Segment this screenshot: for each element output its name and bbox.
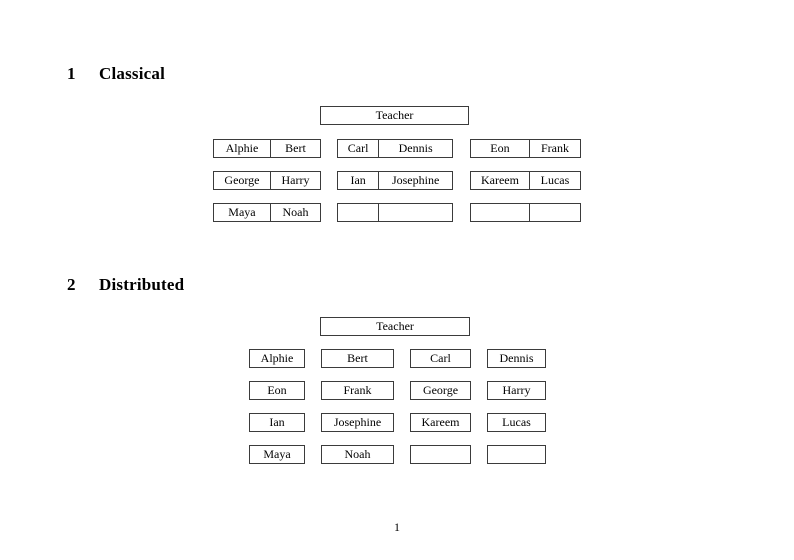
student-box [487,445,546,464]
pair-group-row: Maya Noah [213,203,321,222]
pair-group-row [470,203,581,222]
student-cell: Ian [350,173,366,187]
student-cell: Frank [528,140,580,157]
teacher-box-distributed: Teacher [320,317,470,336]
student-box: Carl [410,349,471,368]
student-cell: Maya [228,205,256,219]
section-heading-distributed: 2 Distributed [67,275,184,295]
student-cell [528,204,580,221]
pair-group-row: Alphie Bert [213,139,321,158]
student-cell: George [224,173,260,187]
section-number: 2 [67,275,76,294]
student-box: Noah [321,445,394,464]
student-cell: Kareem [480,173,519,187]
page-number: 1 [394,520,400,534]
student-box: Eon [249,381,305,400]
student-cell: Josephine [378,172,452,189]
pair-group-row: Ian Josephine [337,171,453,190]
pair-group-row [337,203,453,222]
student-cell: Bert [269,140,320,157]
student-box: Kareem [410,413,471,432]
student-box: Bert [321,349,394,368]
student-box: Alphie [249,349,305,368]
section-title: Classical [99,64,166,83]
student-cell: Alphie [225,141,259,155]
student-cell: Lucas [528,172,580,189]
pair-group-row: George Harry [213,171,321,190]
pair-group-row: Eon Frank [470,139,581,158]
student-box: Ian [249,413,305,432]
student-box [410,445,471,464]
student-box: Lucas [487,413,546,432]
section-heading-classical: 1 Classical [67,64,165,84]
student-cell: Noah [269,204,320,221]
student-box: Harry [487,381,546,400]
student-cell [471,204,529,221]
student-box: Frank [321,381,394,400]
student-cell: Harry [269,172,320,189]
student-cell: Carl [347,141,369,155]
student-cell [378,204,452,221]
student-cell [338,204,378,221]
section-number: 1 [67,64,76,83]
student-cell: Eon [490,141,510,155]
pair-group-row: Kareem Lucas [470,171,581,190]
section-title: Distributed [99,275,185,294]
student-cell: Dennis [378,140,452,157]
student-box: Josephine [321,413,394,432]
pair-group-row: Carl Dennis [337,139,453,158]
teacher-box-classical: Teacher [320,106,469,125]
student-box: Dennis [487,349,546,368]
student-box: George [410,381,471,400]
student-box: Maya [249,445,305,464]
